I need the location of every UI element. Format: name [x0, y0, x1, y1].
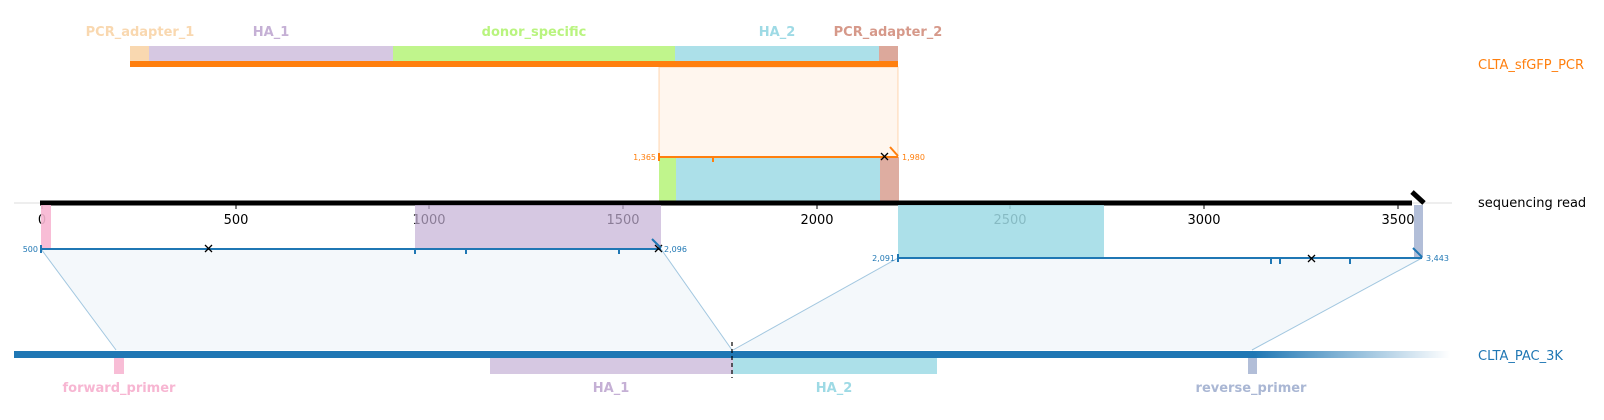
- bottom-feature-label-reverse-primer: reverse_primer: [1196, 381, 1308, 396]
- read-name: sequencing read: [1478, 196, 1586, 211]
- alignment-mismatch: [204, 244, 213, 253]
- projection-edge: [40, 248, 117, 351]
- top-alignment: 1,365 1,980: [633, 66, 925, 202]
- read-end-arrow: [1410, 190, 1426, 205]
- bottom-feature-label-ha-2: HA_2: [816, 381, 853, 396]
- read-feature-ha-1: [415, 205, 661, 249]
- bottom-feature-block-reverse-primer: [1248, 353, 1257, 374]
- projection-edge: [732, 257, 899, 351]
- read-feature-forward-primer: [41, 205, 51, 249]
- tick-label: 2000: [800, 213, 833, 228]
- top-alignment-mismatch: [880, 152, 889, 161]
- tick-label: 3000: [1187, 213, 1220, 228]
- bottom-alignment-2-arrow: [1412, 247, 1423, 258]
- top-reference: PCR_adapter_1 HA_1 donor_specific HA_2 P…: [86, 25, 1584, 73]
- tick-label: 500: [224, 213, 249, 228]
- top-alignment-arrow: [889, 146, 899, 157]
- feature-label-donor-specific: donor_specific: [482, 25, 587, 40]
- feature-block-pcr-adapter-1: [130, 46, 149, 62]
- bottom-alignment-1-start-label: 500: [23, 245, 38, 254]
- feature-label-pcr-adapter-2: PCR_adapter_2: [834, 25, 943, 40]
- feature-label-pcr-adapter-1: PCR_adapter_1: [86, 25, 195, 40]
- bottom-alignment-1-projection: [41, 249, 732, 350]
- bottom-alignment-2-end-label: 3,443: [1426, 254, 1449, 263]
- tick-label: 3500: [1381, 213, 1414, 228]
- read-feature-donor-specific: [659, 157, 676, 202]
- bottom-alignment-1-arrow: [651, 238, 662, 249]
- bottom-reference-name: CLTA_PAC_3K: [1478, 349, 1563, 364]
- alignment-mismatch: [654, 244, 663, 253]
- bottom-alignment-1: 500 2,096: [23, 238, 733, 351]
- feature-block-pcr-adapter-2: [879, 46, 898, 62]
- read-feature-ha-2: [676, 157, 880, 202]
- bottom-alignment-2-start-label: 2,091: [872, 254, 895, 263]
- feature-block-donor-specific: [393, 46, 675, 62]
- read-feature-ha-2-lower: [898, 205, 1104, 258]
- bottom-feature-block-ha-2: [733, 353, 937, 374]
- read-feature-reverse-primer: [1414, 205, 1423, 258]
- bottom-reference: forward_primer HA_1 HA_2 reverse_primer …: [14, 342, 1563, 396]
- projection-edge: [660, 248, 733, 351]
- bottom-alignment-2-projection: [733, 258, 1422, 350]
- bottom-alignment-2: 2,091 3,443: [732, 247, 1449, 351]
- top-reference-bar: [130, 61, 898, 67]
- feature-block-ha-2: [675, 46, 879, 62]
- top-alignment-projection: [658, 66, 899, 158]
- projection-edge: [1251, 257, 1423, 351]
- top-reference-name: CLTA_sfGFP_PCR: [1478, 58, 1584, 73]
- bottom-feature-block-ha-1: [490, 353, 733, 374]
- bottom-feature-label-forward-primer: forward_primer: [63, 381, 177, 396]
- bottom-reference-bar: [14, 351, 1254, 358]
- read-features-lower: [41, 205, 1423, 258]
- feature-label-ha-1: HA_1: [253, 25, 290, 40]
- bottom-reference-bar-fade: [1254, 351, 1450, 358]
- top-alignment-start-label: 1,365: [633, 153, 656, 162]
- feature-label-ha-2: HA_2: [759, 25, 796, 40]
- alignment-mismatch: [1307, 254, 1316, 263]
- bottom-alignment-1-end-label: 2,096: [664, 245, 687, 254]
- feature-block-ha-1: [149, 46, 393, 62]
- bottom-feature-label-ha-1: HA_1: [593, 381, 630, 396]
- bottom-feature-block-forward-primer: [114, 353, 124, 374]
- read-feature-pcr-adapter-2: [880, 157, 899, 202]
- top-alignment-end-label: 1,980: [902, 153, 925, 162]
